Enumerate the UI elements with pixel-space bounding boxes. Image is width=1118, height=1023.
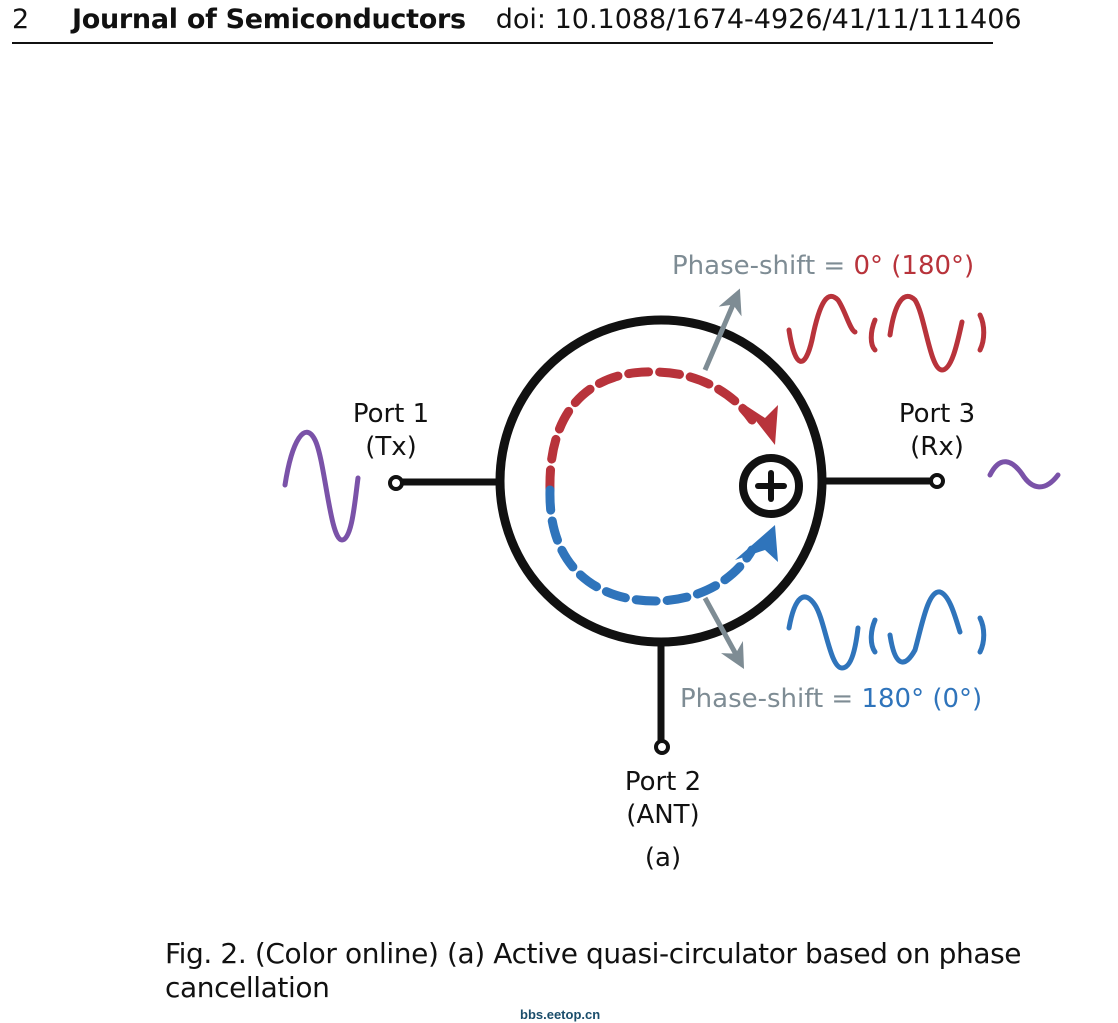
subfigure-label: (a) xyxy=(645,843,681,873)
page-number: 2 xyxy=(12,4,30,35)
bottom-phase-label: Phase-shift = 180° (0°) xyxy=(680,684,982,714)
top-phase-label: Phase-shift = 0° (180°) xyxy=(672,251,974,281)
leak-arrow-up xyxy=(702,288,742,371)
blue-signal-path xyxy=(545,485,757,606)
rx-wave-icon xyxy=(987,459,1061,490)
running-header: 2 Journal of Semiconductors doi: 10.1088/1… xyxy=(12,4,1022,35)
tx-wave-icon xyxy=(282,429,361,543)
journal-name: Journal of Semiconductors xyxy=(72,4,466,35)
leak-arrow-down xyxy=(702,596,745,669)
doi: doi: 10.1088/1674-4926/41/11/111406 xyxy=(495,4,1022,35)
port3-role: (Rx) xyxy=(910,432,964,462)
caption-block: Fig. 2. (Color online) (a) Active quasi-… xyxy=(165,937,1105,1023)
red-signal-path xyxy=(545,367,757,495)
port3-name: Port 3 xyxy=(899,399,975,429)
port2-role: (ANT) xyxy=(626,800,699,830)
blue-arrowhead xyxy=(735,525,778,562)
figure-caption: Fig. 2. (Color online) (a) Active quasi-… xyxy=(165,937,1022,1004)
blue-wave-icon xyxy=(786,589,987,671)
watermark: bbs.eetop.cn xyxy=(520,1007,601,1022)
red-wave-icon xyxy=(786,293,987,373)
circulator-diagram: Phase-shift = 0° (180°) Phase-shift = 18… xyxy=(282,251,1061,873)
port1-terminal xyxy=(388,475,404,491)
port2-terminal xyxy=(654,739,670,755)
header-rule xyxy=(12,42,993,44)
red-arrowhead xyxy=(742,403,778,445)
circulator-ring xyxy=(495,315,827,647)
port2-name: Port 2 xyxy=(625,767,701,797)
port3-terminal xyxy=(929,473,945,489)
port1-role: (Tx) xyxy=(365,432,417,462)
port1-name: Port 1 xyxy=(353,399,429,429)
